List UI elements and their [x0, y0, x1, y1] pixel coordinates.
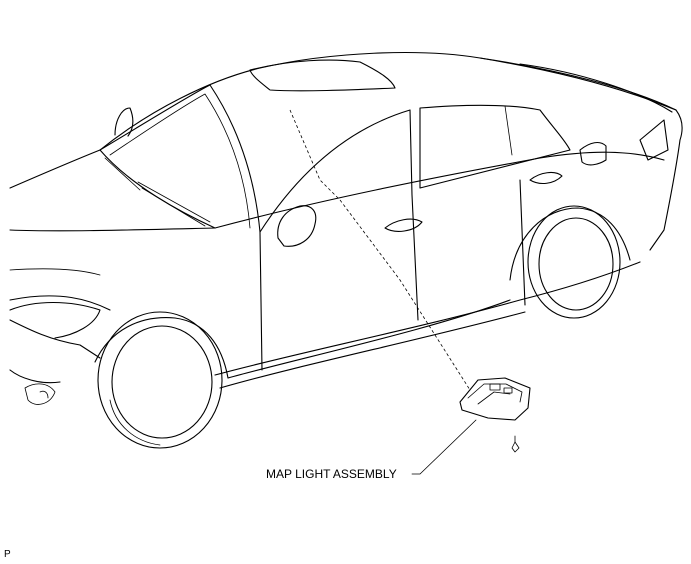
figure-code: P — [4, 549, 11, 560]
map-light-assembly-part — [459, 377, 531, 421]
callout-leader-line — [411, 419, 477, 475]
map-light-assembly-label: MAP LIGHT ASSEMBLY — [266, 467, 397, 481]
screw-icon — [511, 435, 520, 453]
leader-line-dashed — [289, 109, 471, 391]
car-body — [9, 52, 683, 449]
